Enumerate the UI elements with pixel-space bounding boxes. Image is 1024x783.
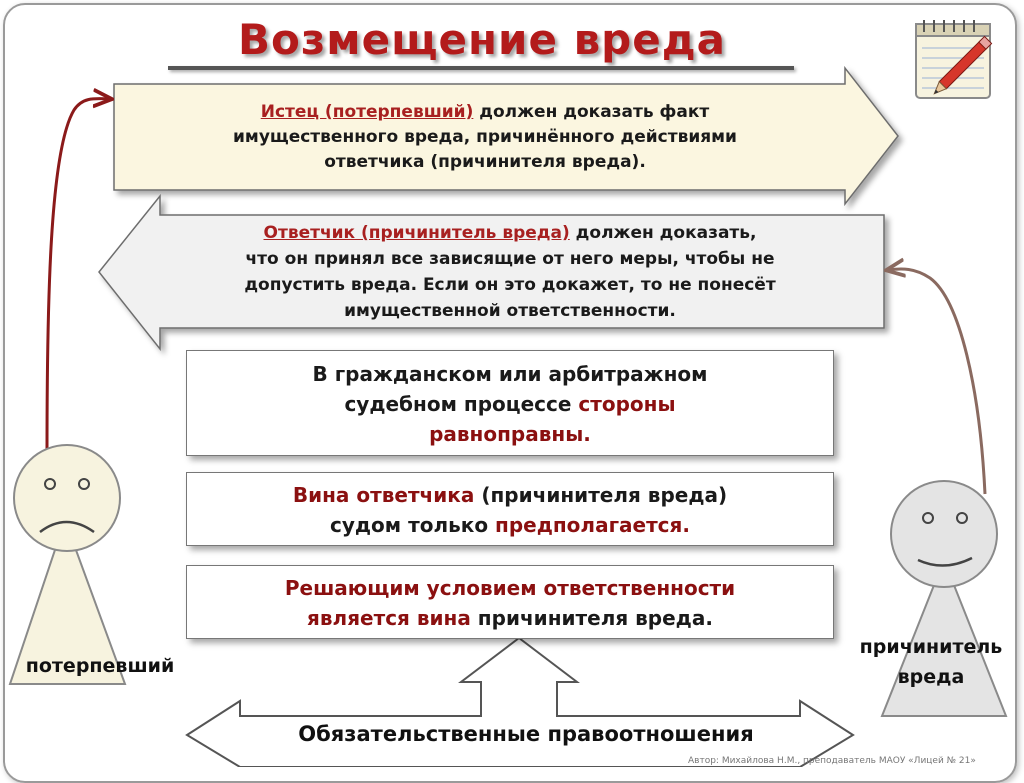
plaintiff-line3: ответчика (причинителя вреда).	[130, 150, 840, 175]
box3-line2b: причинителя вреда.	[471, 606, 713, 630]
box1-line2b: стороны	[578, 392, 675, 416]
box1-line3: равноправны.	[187, 419, 833, 449]
sad-face-icon	[14, 445, 120, 551]
tortfeasor-label-line2: вреда	[838, 662, 1024, 692]
box2-line2a: судом только	[330, 513, 495, 537]
box3-line1: Решающим условием ответственности	[187, 573, 833, 603]
defendant-line2: что он принял все зависящие от него меры…	[150, 246, 870, 272]
smile-face-icon	[891, 481, 997, 587]
decisive-condition-box: Решающим условием ответственности являет…	[186, 565, 834, 639]
defendant-line1: должен доказать,	[570, 223, 757, 243]
connector-victim-to-claim	[47, 99, 110, 452]
obligations-label: Обязательственные правоотношения	[232, 718, 820, 750]
tortfeasor-label-line1: причинитель	[838, 632, 1024, 662]
connector-tortfeasor-to-defense	[888, 269, 985, 494]
defendant-line3: допустить вреда. Если он это докажет, то…	[150, 272, 870, 298]
plaintiff-line1: должен доказать факт	[473, 102, 709, 122]
plaintiff-burden-text: Истец (потерпевший) должен доказать факт…	[130, 100, 840, 175]
plaintiff-highlight: Истец (потерпевший)	[261, 102, 474, 122]
box1-line1: В гражданском или арбитражном	[187, 359, 833, 389]
box2-line2b: предполагается.	[495, 513, 690, 537]
defendant-line4: имущественной ответственности.	[150, 298, 870, 324]
tortfeasor-label: причинитель вреда	[838, 632, 1024, 692]
author-footer: Автор: Михайлова Н.М., преподаватель МАО…	[688, 756, 1024, 767]
defendant-burden-text: Ответчик (причинитель вреда) должен дока…	[150, 220, 870, 324]
box3-line2a: является вина	[307, 606, 471, 630]
plaintiff-line2: имущественного вреда, причинённого дейст…	[130, 125, 840, 150]
box2-line1a: Вина ответчика	[293, 483, 475, 507]
box2-line1b: (причинителя вреда)	[474, 483, 727, 507]
presumed-guilt-box: Вина ответчика (причинителя вреда) судом…	[186, 472, 834, 546]
victim-label: потерпевший	[0, 652, 200, 680]
box1-line2a: судебном процессе	[344, 392, 578, 416]
figure-victim	[10, 445, 125, 684]
defendant-highlight: Ответчик (причинитель вреда)	[264, 223, 570, 243]
equal-parties-box: В гражданском или арбитражном судебном п…	[186, 350, 834, 456]
